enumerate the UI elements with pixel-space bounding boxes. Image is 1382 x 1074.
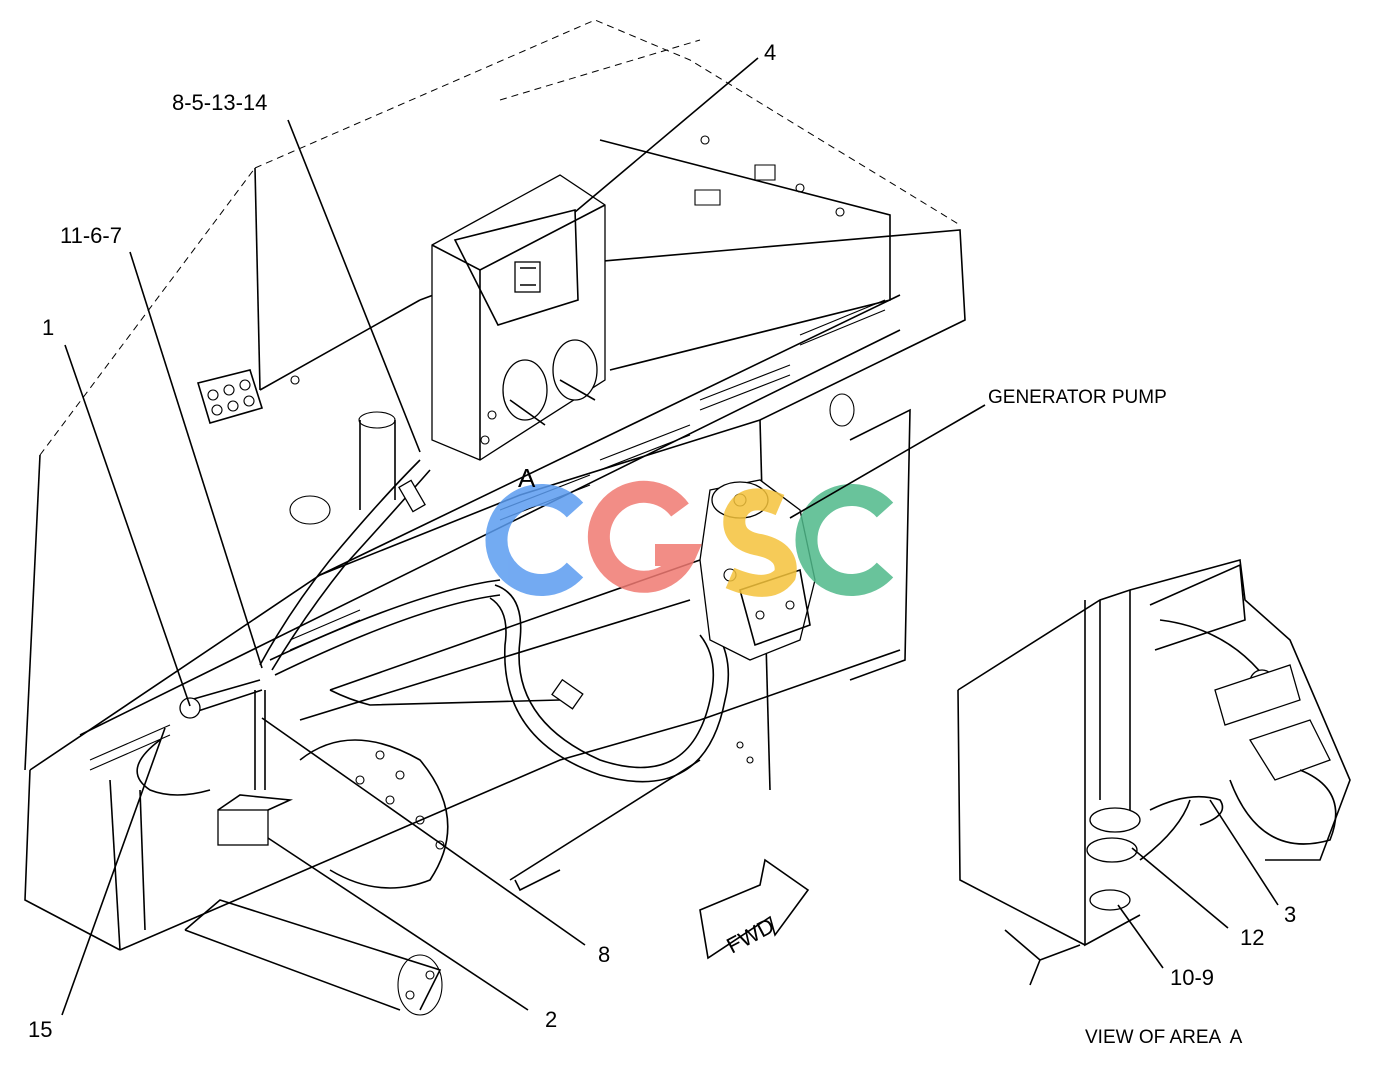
wiring-harness bbox=[136, 459, 501, 846]
callout-2: 2 bbox=[545, 1007, 557, 1032]
watermark-letter-c1 bbox=[485, 484, 584, 596]
generator-pump-label: GENERATOR PUMP bbox=[988, 387, 1167, 408]
leader-1 bbox=[64, 344, 191, 707]
leader-2 bbox=[267, 837, 529, 1011]
area-a-inset bbox=[957, 558, 1351, 986]
leader-11-6-7 bbox=[129, 251, 263, 669]
leader-10-9 bbox=[1117, 904, 1164, 969]
callout-10-9: 10-9 bbox=[1170, 965, 1214, 990]
callout-8-5-13-14: 8-5-13-14 bbox=[172, 90, 267, 115]
callout-11-6-7: 11-6-7 bbox=[60, 223, 122, 248]
fwd-label: FWD bbox=[722, 913, 778, 959]
callout-3: 3 bbox=[1284, 902, 1296, 927]
control-box bbox=[431, 174, 606, 461]
callout-15: 15 bbox=[28, 1017, 52, 1042]
leader-12 bbox=[1131, 847, 1229, 929]
callout-4: 4 bbox=[764, 40, 776, 65]
leader-8 bbox=[261, 717, 586, 946]
fwd-arrow: FWD bbox=[699, 858, 810, 960]
view-of-area-label: VIEW OF AREA A bbox=[1085, 1027, 1243, 1048]
watermark-letter-c2 bbox=[795, 484, 894, 596]
callout-8: 8 bbox=[598, 942, 610, 967]
callout-1: 1 bbox=[42, 315, 54, 340]
leader-generator-pump bbox=[789, 404, 986, 519]
watermark-letter-g bbox=[587, 480, 702, 593]
callout-labels: 4 8-5-13-14 11-6-7 1 15 2 8 A GENERATOR … bbox=[28, 40, 1296, 1048]
leader-lines bbox=[61, 57, 1279, 1016]
leader-8-5-13-14 bbox=[287, 119, 421, 453]
watermark-letter-s bbox=[723, 488, 797, 597]
leader-3 bbox=[1209, 799, 1279, 906]
hose bbox=[329, 584, 730, 783]
leader-15 bbox=[61, 727, 166, 1016]
area-a-marker: A bbox=[518, 463, 536, 493]
callout-12: 12 bbox=[1240, 925, 1264, 950]
watermark bbox=[485, 480, 894, 597]
leader-4 bbox=[574, 57, 759, 213]
